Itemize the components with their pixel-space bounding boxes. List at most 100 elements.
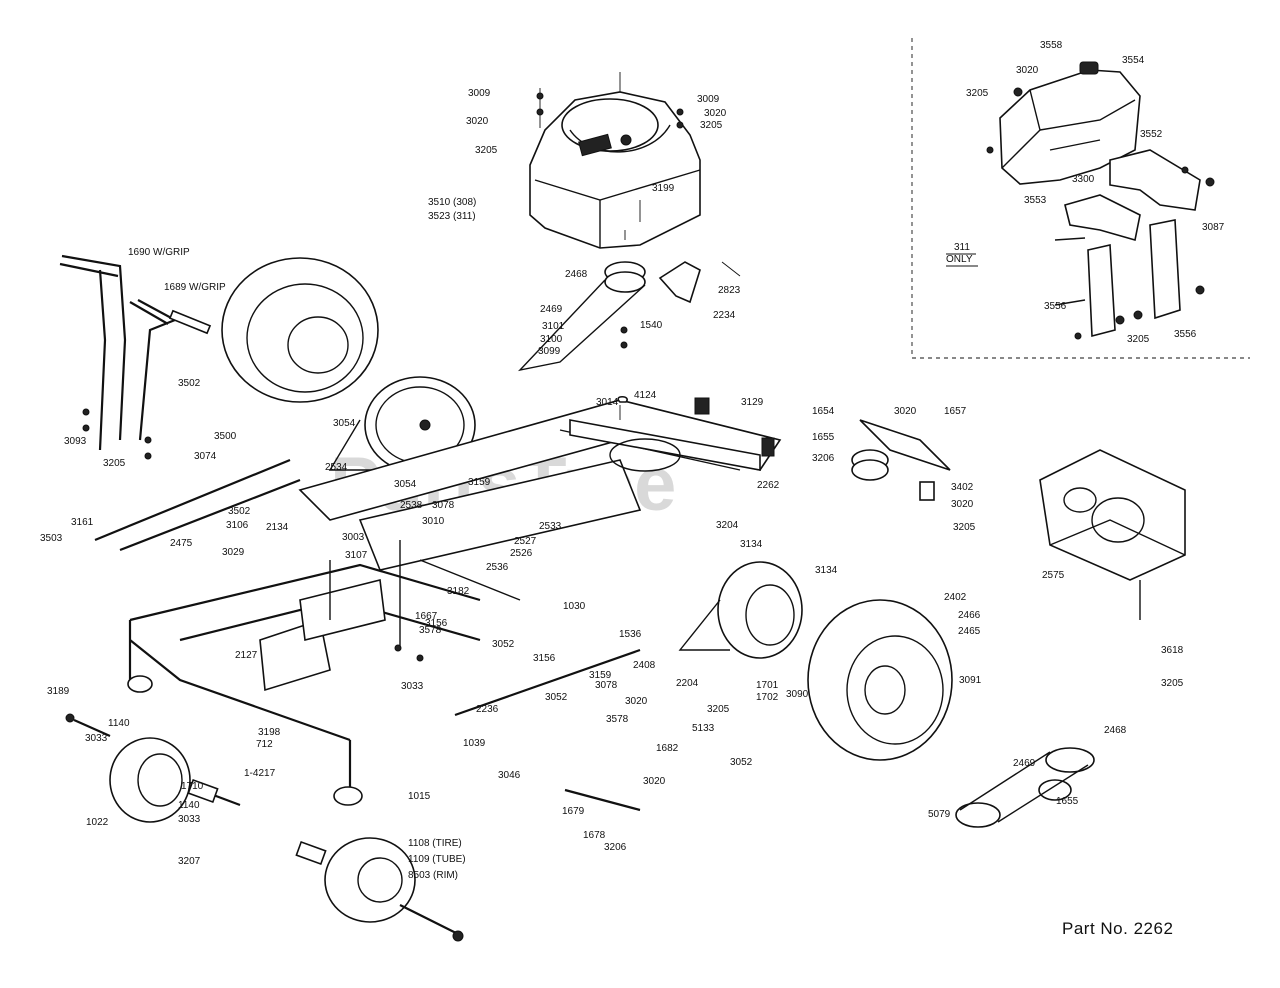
callout-label: 3207: [178, 856, 201, 867]
callout-label: 2475: [170, 538, 193, 549]
callout-label: 1679: [562, 806, 585, 817]
transmission-assembly: [1039, 449, 1186, 620]
callout-label: 3101: [542, 321, 565, 332]
callout-label: 3402: [951, 482, 974, 493]
callout-label: 3107: [345, 550, 368, 561]
engine-pulley-belt: [517, 261, 741, 372]
callout-label: 712: [256, 739, 273, 750]
callout-label: 3033: [401, 681, 424, 692]
left-drive-wheel: [221, 257, 379, 403]
callout-label: 3090: [786, 689, 809, 700]
callout-label: 3009: [697, 94, 720, 105]
callout-label: 3054: [333, 418, 356, 429]
callout-label: 3156: [533, 653, 556, 664]
callout-label: 3003: [342, 532, 365, 543]
callout-label: 2468: [1104, 725, 1127, 736]
callout-label: 3134: [740, 539, 763, 550]
callout-label: 2536: [486, 562, 509, 573]
callout-label: 3087: [1202, 222, 1225, 233]
callout-label: 3078: [595, 680, 618, 691]
callout-label: 3100: [540, 334, 563, 345]
callout-label: 3205: [103, 458, 126, 469]
callout-label: 1655: [1056, 796, 1079, 807]
callout-label: 1701: [756, 680, 779, 691]
callout-label: 3554: [1122, 55, 1145, 66]
callout-label: 2526: [510, 548, 533, 559]
tank-bracket: [1054, 149, 1215, 340]
right-drive-gear: [454, 561, 803, 812]
callout-label: 3078: [432, 500, 455, 511]
callout-label: 3020: [643, 776, 666, 787]
right-drive-wheel: [807, 599, 953, 761]
callout-label: 3523 (311): [428, 211, 476, 222]
callout-label: 2534: [325, 462, 348, 473]
callout-label: 3033: [85, 733, 108, 744]
callout-label: 3099: [538, 346, 561, 357]
callout-label: 3074: [194, 451, 217, 462]
callout-label: 2823: [718, 285, 741, 296]
callout-label: 3198: [258, 727, 281, 738]
callout-label: 3020: [625, 696, 648, 707]
callout-label: 3161: [71, 517, 94, 528]
callout-label: 3500: [214, 431, 237, 442]
callout-label: 3106: [226, 520, 249, 531]
callout-label: 3009: [468, 88, 491, 99]
callout-label: 3558: [1040, 40, 1063, 51]
callout-label: 3556: [1174, 329, 1197, 340]
callout-label: 3205: [1161, 678, 1184, 689]
callout-label: 3010: [422, 516, 445, 527]
callout-label: 3046: [498, 770, 521, 781]
handle-bars: [59, 254, 212, 460]
callout-label: 2127: [235, 650, 258, 661]
mower-deck-frame: [127, 540, 521, 806]
callout-label: 3189: [47, 686, 70, 697]
main-frame: [298, 395, 782, 571]
callout-label: 2236: [476, 704, 499, 715]
callout-label: 3156: [425, 618, 448, 629]
callout-label: 2466: [958, 610, 981, 621]
callout-label: 2408: [633, 660, 656, 671]
callout-label: 5079: [928, 809, 951, 820]
callout-label: 2262: [757, 480, 780, 491]
callout-label: 2234: [713, 310, 736, 321]
callout-label: 2402: [944, 592, 967, 603]
callout-label: 1039: [463, 738, 486, 749]
callout-label: 2465: [958, 626, 981, 637]
lower-belt-pulleys: [955, 747, 1095, 828]
callout-label: 3204: [716, 520, 739, 531]
callout-label: 1109 (TUBE): [408, 854, 466, 865]
engine: [529, 72, 701, 249]
callout-label: 3182: [447, 586, 470, 597]
inset-note-line2: ONLY: [946, 254, 973, 265]
callout-label: 1657: [944, 406, 967, 417]
fuel-tank-inset: 311 ONLY: [911, 38, 1250, 359]
callout-label: 3300: [1072, 174, 1095, 185]
callout-label: 3020: [894, 406, 917, 417]
callout-label: 1022: [86, 817, 109, 828]
inset-note-line1: 311: [954, 242, 970, 253]
callout-label: 1689 W/GRIP: [164, 282, 226, 293]
callout-label: 1655: [812, 432, 835, 443]
callout-label: 1710: [181, 781, 204, 792]
callout-label: 3020: [1016, 65, 1039, 76]
callout-label: 1536: [619, 629, 642, 640]
callout-label: 3206: [812, 453, 835, 464]
callout-label: 3206: [604, 842, 627, 853]
callout-label: 3502: [228, 506, 251, 517]
callout-label: 3205: [700, 120, 723, 131]
callout-label: 1140: [178, 800, 200, 811]
fuel-tank: [986, 61, 1141, 185]
front-axle-wheels: [65, 458, 464, 942]
callout-label: 2469: [540, 304, 563, 315]
callout-labels: 3009 3020 3205 3009 3020 3205 3510 (308) 3523 (…: [40, 40, 1225, 881]
callout-label: 1690 W/GRIP: [128, 247, 190, 258]
callout-label: 3205: [1127, 334, 1150, 345]
callout-label: 3159: [468, 477, 491, 488]
callout-label: 3205: [707, 704, 730, 715]
callout-label: 1702: [756, 692, 779, 703]
callout-label: 1015: [408, 791, 431, 802]
callout-label: 3510 (308): [428, 197, 476, 208]
callout-label: 1108 (TIRE): [408, 838, 462, 849]
